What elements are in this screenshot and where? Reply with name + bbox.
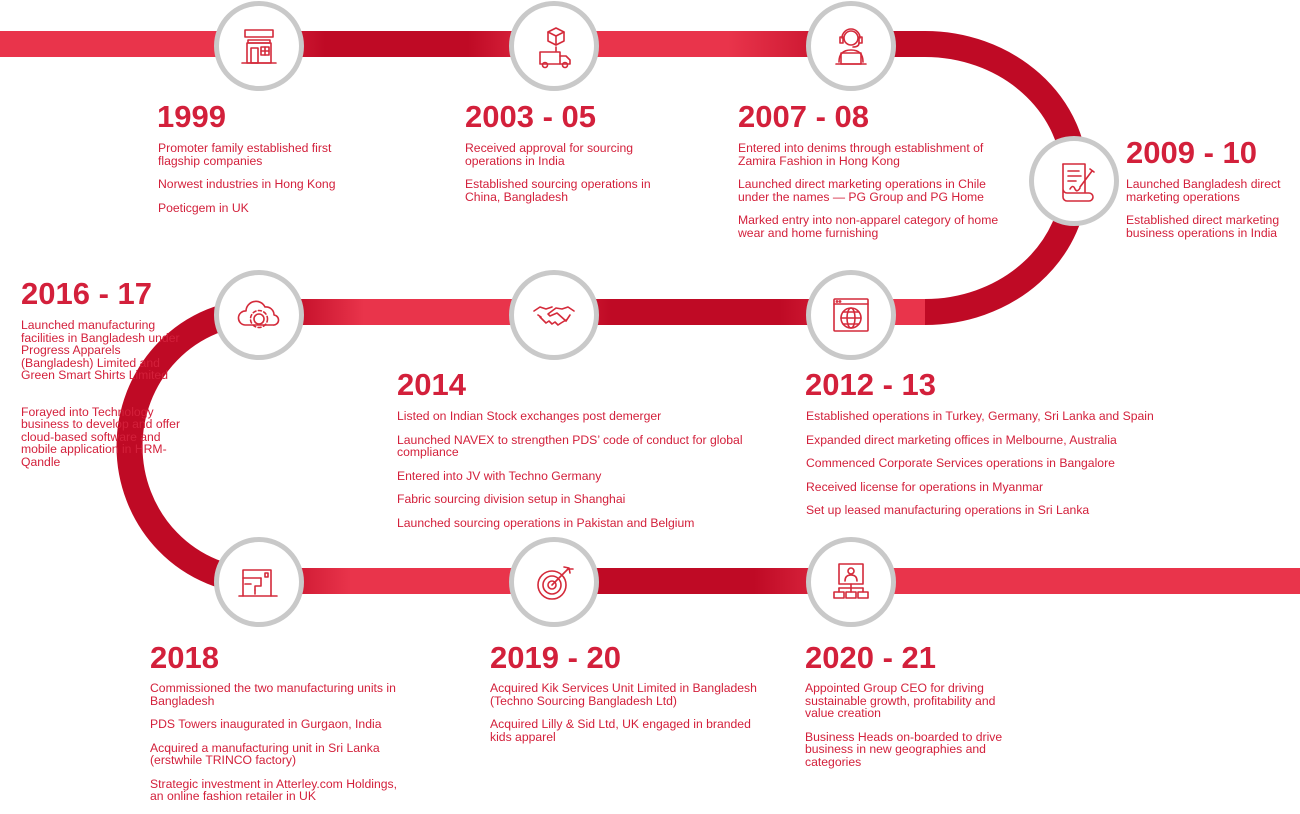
milestone-year: 2009 - 10 [1126,135,1257,170]
milestone-item: Forayed into Technology business to deve… [21,404,181,469]
milestone-item: Listed on Indian Stock exchanges post de… [397,409,662,423]
milestone-item: Acquired Lilly & Sid Ltd, UK engaged in … [490,717,751,744]
milestone-item: Norwest industries in Hong Kong [158,177,336,191]
operator-laptop-icon [806,1,896,91]
contract-icon [1029,136,1119,226]
milestone-item: Strategic investment in Atterley.com Hol… [150,776,398,803]
delivery-truck-icon [509,1,599,91]
org-chart-presenter-icon [806,537,896,627]
milestone-item: Entered into denims through establishmen… [738,141,984,168]
milestone-items: Listed on Indian Stock exchanges post de… [397,410,777,540]
milestone-items: Acquired Kik Services Unit Limited in Ba… [490,682,775,754]
milestone-items: Launched Bangladesh direct marketing ope… [1126,178,1296,250]
milestone-item: Expanded direct marketing offices in Mel… [806,432,1117,447]
milestone-item: Acquired a manufacturing unit in Sri Lan… [150,740,380,767]
milestone-year: 2016 - 17 [21,276,152,311]
milestone-item: Set up leased manufacturing operations i… [806,503,1090,517]
sewing-machine-icon [214,537,304,627]
milestone-item: Appointed Group CEO for driving sustaina… [805,681,996,720]
milestone-item: Marked entry into non-apparel category o… [738,213,999,240]
milestone-item: Launched Bangladesh direct marketing ope… [1126,177,1281,204]
milestone-items: Established operations in Turkey, German… [806,410,1186,528]
milestone-item: Commenced Corporate Services operations … [806,456,1115,470]
milestone-items: Commissioned the two manufacturing units… [150,682,400,814]
target-arrow-icon [509,537,599,627]
milestone-year: 1999 [157,99,226,134]
milestone-item: Received approval for sourcing operation… [465,141,634,168]
milestone-item: Promoter family established first flagsh… [158,141,332,168]
milestone-item: Commissioned the two manufacturing units… [150,681,396,708]
milestone-year: 2020 - 21 [805,640,936,675]
milestone-year: 2003 - 05 [465,99,596,134]
milestone-items: Entered into denims through establishmen… [738,142,1006,250]
milestone-items: Launched manufacturing facilities in Ban… [21,319,181,479]
milestone-item: Launched direct marketing operations in … [738,177,986,204]
milestone-year: 2019 - 20 [490,640,621,675]
milestone-item: Acquired Kik Services Unit Limited in Ba… [490,681,757,708]
milestone-item: Established direct marketing business op… [1126,213,1280,240]
road-middle-segment [116,299,925,594]
milestone-items: Received approval for sourcing operation… [465,142,680,214]
milestone-item: Established operations in Turkey, German… [806,409,1154,423]
milestone-items: Appointed Group CEO for driving sustaina… [805,682,1020,779]
milestone-item: Entered into JV with Techno Germany [397,468,602,483]
store-icon [214,1,304,91]
milestone-year: 2012 - 13 [805,367,936,402]
milestone-item: Established sourcing operations in China… [465,177,651,204]
milestone-item: Launched NAVEX to strengthen PDS’ code o… [397,432,743,459]
milestone-item: Fabric sourcing division setup in Shangh… [397,492,626,506]
milestone-item: PDS Towers inaugurated in Gurgaon, India [150,717,382,731]
milestone-item: Poeticgem in UK [158,200,249,215]
milestone-item: Launched sourcing operations in Pakistan… [397,515,695,530]
cloud-gear-icon [214,270,304,360]
milestone-year: 2014 [397,367,466,402]
milestone-item: Business Heads on-boarded to drive busin… [805,729,1003,769]
handshake-icon [509,270,599,360]
milestone-item: Launched manufacturing facilities in Ban… [21,318,180,382]
web-globe-icon [806,270,896,360]
milestone-items: Promoter family established first flagsh… [158,142,373,225]
milestone-year: 2018 [150,640,219,675]
milestone-item: Received license for operations in Myanm… [806,479,1044,494]
milestone-year: 2007 - 08 [738,99,869,134]
